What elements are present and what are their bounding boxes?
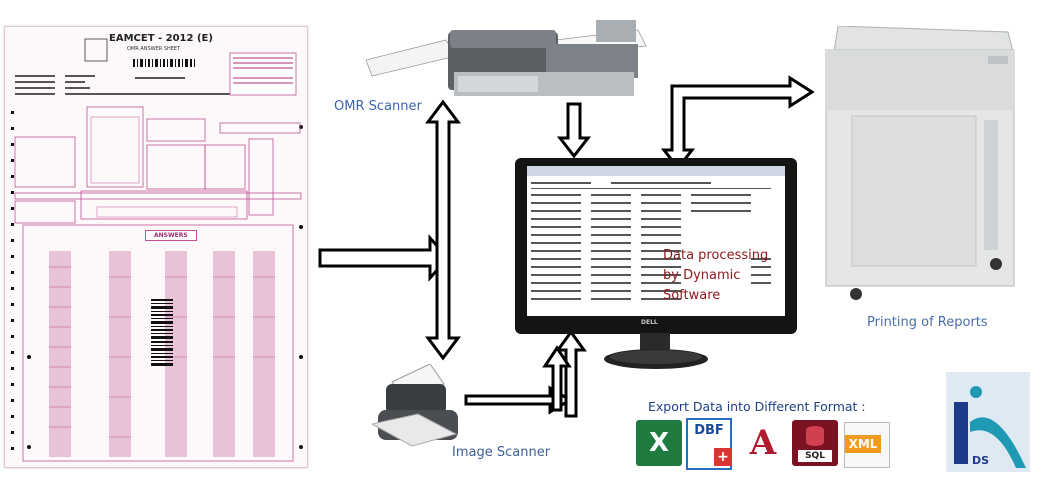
omr-sheet-subtitle: OMR ANSWER SHEET [127,46,181,52]
ds-logo-text: DS [972,454,990,467]
printer-image [825,26,1015,300]
monitor-screen: Data processing by Dynamic Software [527,166,785,316]
arrow-sheet-to-center [318,234,451,282]
ds-logo-graphic [954,386,1026,468]
sql-icon-tile: SQL [792,420,838,466]
monitor-stand [604,333,708,369]
add-icon: + [714,448,732,466]
image-scanner-image [372,364,458,447]
export-label: Export Data into Different Format : [648,399,866,414]
export-format-icons: X DBF + A SQL XML [636,418,896,470]
xml-icon-tile: XML [844,422,890,468]
arrow-monitor-to-printer [660,75,815,171]
excel-icon: X [636,420,682,466]
monitor: Data processing by Dynamic Software DELL [515,158,797,334]
access-icon: A [740,420,786,466]
arrow-omr-image-bidirectional [425,99,461,361]
printing-reports-label: Printing of Reports [867,315,988,330]
omr-sheet-title: EAMCET - 2012 (E) [109,33,213,44]
data-processing-line1: Data processing [663,248,769,263]
data-processing-line3: Software [663,288,721,303]
monitor-brand: DELL [641,319,658,326]
sql-icon: SQL [798,450,832,462]
omr-answer-sheet: EAMCET - 2012 (E) OMR ANSWER SHEET ANSWE… [4,26,308,468]
omr-scanner-image [366,20,647,96]
omr-scanner-label: OMR Scanner [334,99,422,114]
omr-sheet-answers-label: ANSWERS [145,230,197,241]
data-processing-text: Data processing by Dynamic Software [663,246,768,306]
data-processing-line2: by Dynamic [663,268,741,283]
screen-data-lines [531,182,771,300]
omr-sheet-graphic [11,38,303,462]
arrow-image-to-monitor-vertical [542,345,572,412]
xml-icon: XML [845,435,881,453]
arrow-up-to-monitor [555,329,587,418]
arrow-omr-to-monitor [556,102,592,159]
image-scanner-label: Image Scanner [452,445,551,460]
ds-logo: DS [946,372,1030,472]
